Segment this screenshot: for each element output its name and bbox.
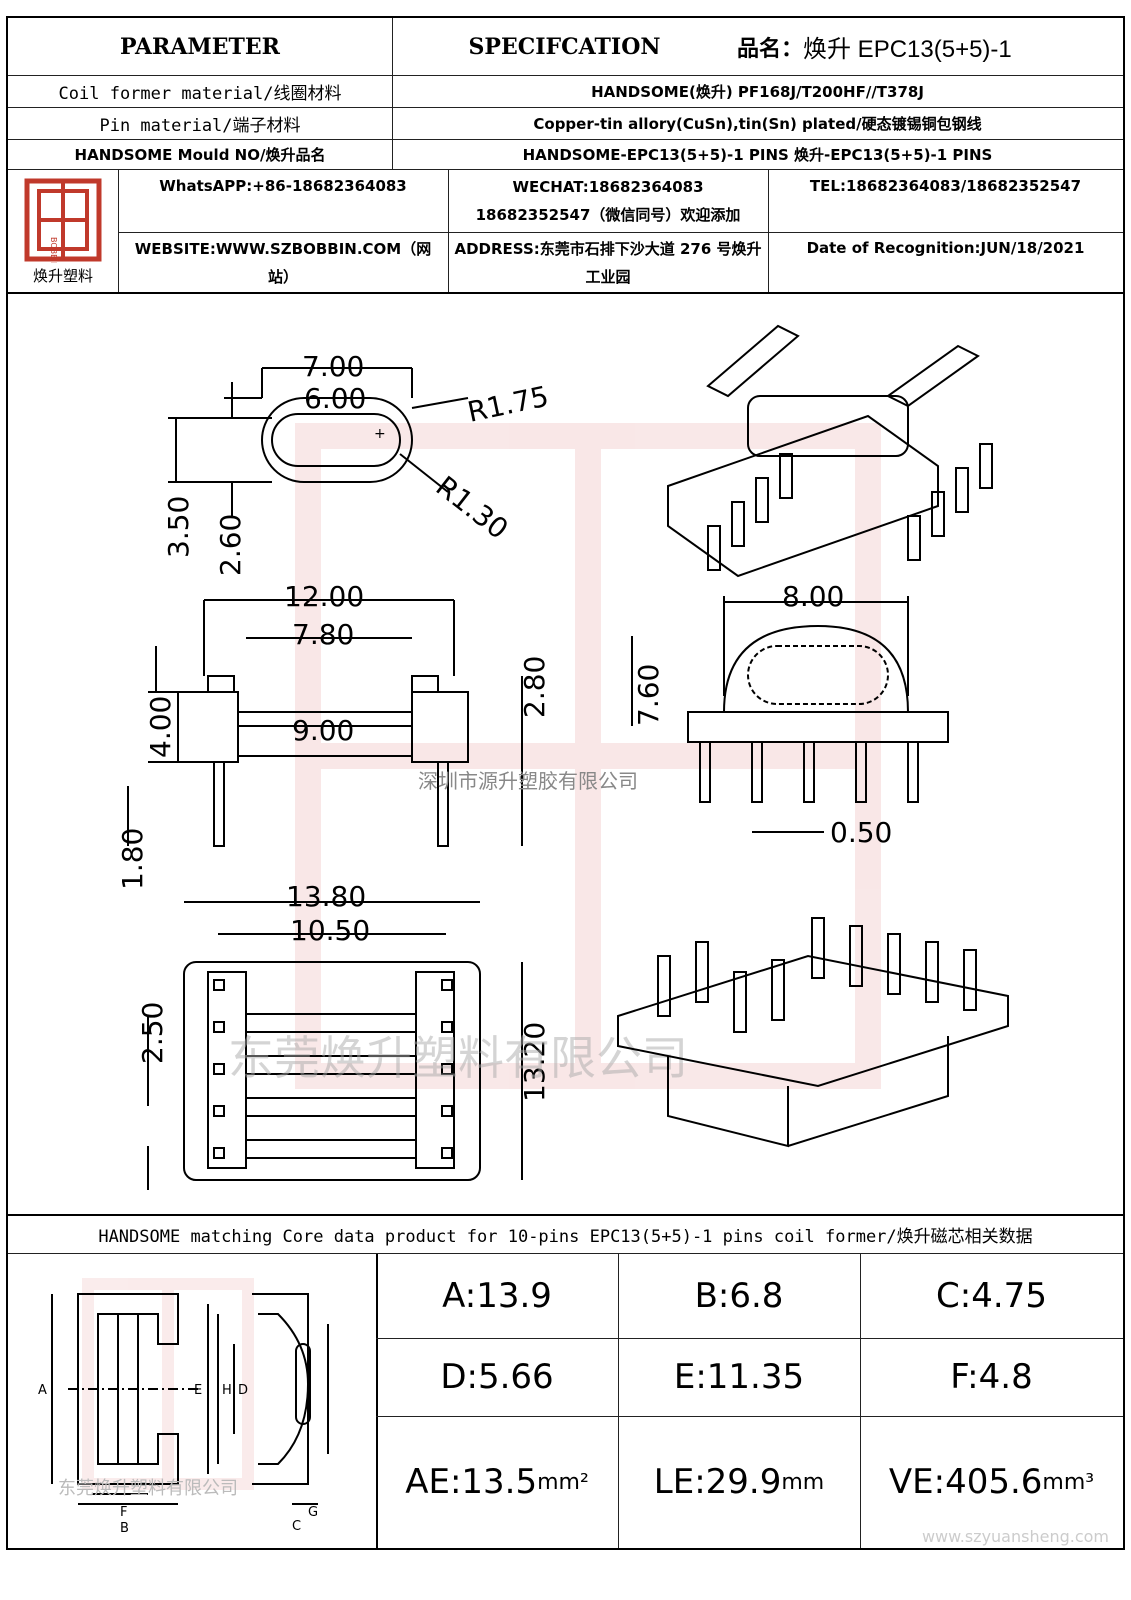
svg-text:0.50: 0.50 bbox=[830, 816, 892, 849]
svg-text:1.80: 1.80 bbox=[116, 828, 149, 890]
bottom-view bbox=[147, 901, 523, 1190]
wechat-contact: WECHAT:18682364083 18682352547（微信同号）欢迎添加 bbox=[475, 178, 741, 224]
website-link[interactable]: WEBSITE:WWW.SZBOBBIN.COM（网站） bbox=[134, 240, 432, 286]
spec-sheet: PARAMETER SPECIFCATION 品名： 焕升 EPC13(5+5)… bbox=[6, 16, 1125, 1550]
param-label: Coil former material/线圈材料 bbox=[58, 84, 342, 104]
param-row: HANDSOME Mould NO/焕升品名 HANDSOME-EPC13(5+… bbox=[8, 140, 1123, 170]
watermark-text: 东莞焕升塑料有限公司 bbox=[228, 1031, 688, 1085]
svg-text:G: G bbox=[308, 1505, 318, 1520]
company-block: BOBBIN 焕升塑料 WhatsAPP:+86-18682364083 WEC… bbox=[8, 170, 1123, 294]
company-logo: BOBBIN 焕升塑料 bbox=[8, 170, 118, 292]
product-name: 品名： 焕升 EPC13(5+5)-1 bbox=[737, 18, 1123, 75]
param-row: Pin material/端子材料 Copper-tin allory(CuSn… bbox=[8, 108, 1123, 140]
svg-text:13.20: 13.20 bbox=[518, 1022, 551, 1102]
front-view bbox=[631, 596, 949, 833]
svg-text:E: E bbox=[194, 1383, 202, 1398]
specification-heading: SPECIFCATION bbox=[468, 33, 661, 60]
parameter-heading: PARAMETER bbox=[120, 33, 280, 60]
param-value: HANDSOME(焕升) PF168J/T200HF//T378J bbox=[591, 83, 924, 101]
watermark-text: 深圳市源升塑胶有限公司 bbox=[418, 769, 638, 793]
svg-text:+: + bbox=[374, 426, 386, 442]
svg-text:2.60: 2.60 bbox=[214, 514, 247, 576]
product-name-value: 焕升 EPC13(5+5)-1 bbox=[803, 36, 1012, 63]
svg-text:10.50: 10.50 bbox=[290, 914, 370, 947]
core-diagram-icon: A F B E H D C G 东莞焕升塑料有限公司 bbox=[38, 1278, 329, 1536]
watermark-url: www.szyuansheng.com bbox=[921, 1527, 1109, 1546]
iso-view-bottom bbox=[617, 917, 1009, 1148]
svg-text:9.00: 9.00 bbox=[292, 714, 354, 747]
core-value-d: D:5.66 bbox=[440, 1357, 554, 1397]
top-slot-view: + bbox=[168, 367, 469, 516]
core-table: A F B E H D C G 东莞焕升塑料有限公司 A:13.9 B:6.8 … bbox=[8, 1254, 1123, 1548]
param-value: Copper-tin allory(CuSn),tin(Sn) plated/硬… bbox=[533, 115, 982, 133]
recognition-date: Date of Recognition:JUN/18/2021 bbox=[806, 239, 1085, 257]
svg-text:D: D bbox=[238, 1383, 248, 1398]
param-row: Coil former material/线圈材料 HANDSOME(焕升) P… bbox=[8, 76, 1123, 108]
iso-view-top bbox=[667, 324, 993, 578]
svg-text:3.50: 3.50 bbox=[162, 496, 195, 558]
svg-text:2.80: 2.80 bbox=[518, 656, 551, 718]
core-value-e: E:11.35 bbox=[673, 1357, 805, 1397]
header-row: PARAMETER SPECIFCATION 品名： 焕升 EPC13(5+5)… bbox=[8, 18, 1123, 76]
watermark-text: 东莞焕升塑料有限公司 bbox=[58, 1478, 238, 1499]
core-value-a: A:13.9 bbox=[442, 1276, 552, 1316]
whatsapp-contact: WhatsAPP:+86-18682364083 bbox=[159, 177, 407, 195]
param-label: HANDSOME Mould NO/焕升品名 bbox=[74, 146, 326, 164]
svg-text:F: F bbox=[120, 1505, 127, 1520]
svg-text:R1.75: R1.75 bbox=[465, 380, 552, 429]
core-title: HANDSOME matching Core data product for … bbox=[98, 1227, 1033, 1247]
svg-text:BOBBIN: BOBBIN bbox=[49, 237, 58, 263]
svg-text:8.00: 8.00 bbox=[782, 580, 844, 613]
svg-text:C: C bbox=[292, 1519, 301, 1534]
svg-text:B: B bbox=[120, 1521, 129, 1536]
svg-text:4.00: 4.00 bbox=[144, 696, 177, 758]
bobbin-logo-icon: BOBBIN bbox=[24, 178, 102, 263]
core-values-grid: A:13.9 B:6.8 C:4.75 D:5.66 E:11.35 F:4.8… bbox=[376, 1254, 1123, 1548]
core-value-f: F:4.8 bbox=[950, 1357, 1033, 1397]
param-value: HANDSOME-EPC13(5+5)-1 PINS 焕升-EPC13(5+5)… bbox=[522, 146, 993, 164]
core-value-b: B:6.8 bbox=[694, 1276, 784, 1316]
svg-text:2.50: 2.50 bbox=[136, 1002, 169, 1064]
address-text: ADDRESS:东莞市石排下沙大道 276 号焕升工业园 bbox=[454, 240, 762, 286]
side-view bbox=[127, 599, 523, 847]
svg-text:6.00: 6.00 bbox=[304, 382, 366, 415]
param-label: Pin material/端子材料 bbox=[99, 116, 301, 136]
core-title-row: HANDSOME matching Core data product for … bbox=[8, 1214, 1123, 1254]
product-name-label: 品名： bbox=[737, 35, 804, 62]
svg-text:A: A bbox=[38, 1383, 47, 1398]
core-value-c: C:4.75 bbox=[936, 1276, 1047, 1316]
svg-text:13.80: 13.80 bbox=[286, 880, 366, 913]
svg-text:R1.30: R1.30 bbox=[430, 470, 515, 546]
core-diagram: A F B E H D C G 东莞焕升塑料有限公司 bbox=[8, 1254, 378, 1548]
svg-text:H: H bbox=[222, 1383, 232, 1398]
svg-text:7.60: 7.60 bbox=[632, 664, 665, 726]
tel-contact: TEL:18682364083/18682352547 bbox=[809, 177, 1082, 195]
svg-text:7.80: 7.80 bbox=[292, 618, 354, 651]
logo-caption: 焕升塑料 bbox=[32, 266, 93, 285]
svg-text:7.00: 7.00 bbox=[302, 350, 364, 383]
technical-drawing: + 7.00 6.00 R1.75 R1.30 3.50 2.60 bbox=[116, 324, 1009, 1190]
svg-text:12.00: 12.00 bbox=[284, 580, 364, 613]
